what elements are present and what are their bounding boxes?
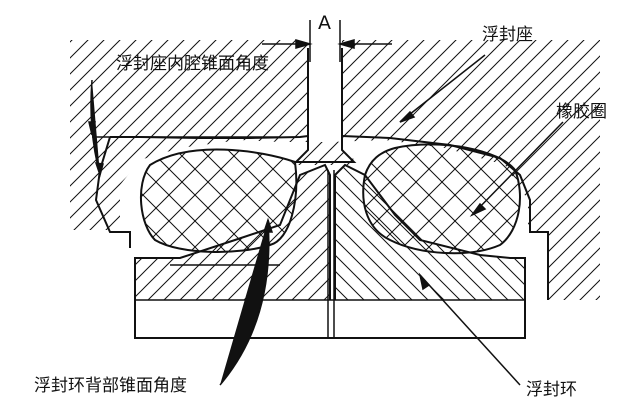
dimension-a-marker xyxy=(262,20,392,62)
floating-ring-body xyxy=(134,163,526,339)
seat-inner-cone-angle-label: 浮封座内腔锥面角度 xyxy=(116,54,269,74)
rubber-ring-label: 橡胶圈 xyxy=(556,102,607,122)
floating-seat-label: 浮封座 xyxy=(482,25,533,45)
dimension-a-label: A xyxy=(318,12,331,34)
ring-back-cone-angle-label: 浮封环背部锥面角度 xyxy=(34,376,187,396)
floating-ring-label: 浮封环 xyxy=(526,380,577,400)
leader-lines xyxy=(88,54,564,386)
